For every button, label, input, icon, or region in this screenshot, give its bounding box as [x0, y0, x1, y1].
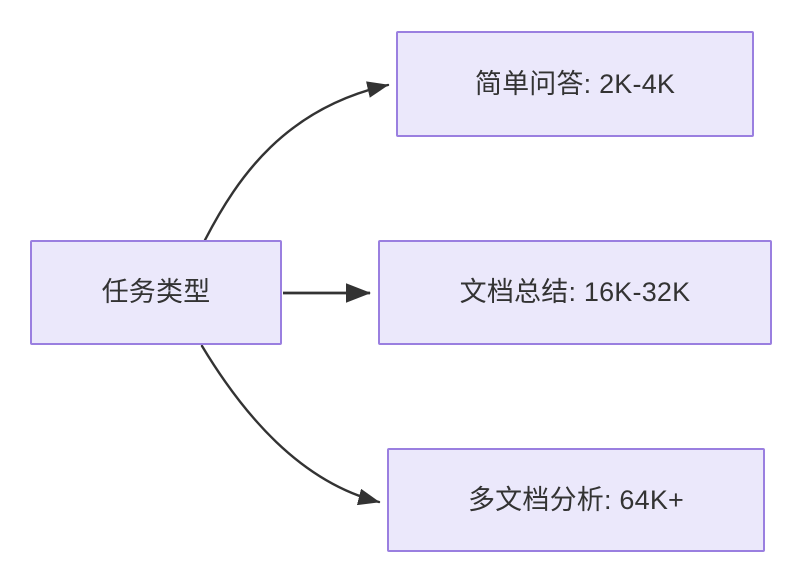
node-document-summary[interactable]: 文档总结: 16K-32K	[378, 240, 772, 345]
node-task-type[interactable]: 任务类型	[30, 240, 282, 345]
node-simple-qa[interactable]: 简单问答: 2K-4K	[396, 31, 754, 137]
node-document-summary-label: 文档总结: 16K-32K	[459, 277, 691, 308]
edge-root-to-simple-qa	[203, 81, 390, 242]
edge-root-to-multi-doc	[200, 344, 381, 506]
node-simple-qa-label: 简单问答: 2K-4K	[474, 68, 676, 99]
node-multi-document-analysis[interactable]: 多文档分析: 64K+	[387, 448, 765, 552]
node-multi-document-analysis-label: 多文档分析: 64K+	[467, 484, 684, 515]
node-task-type-label: 任务类型	[101, 277, 211, 308]
